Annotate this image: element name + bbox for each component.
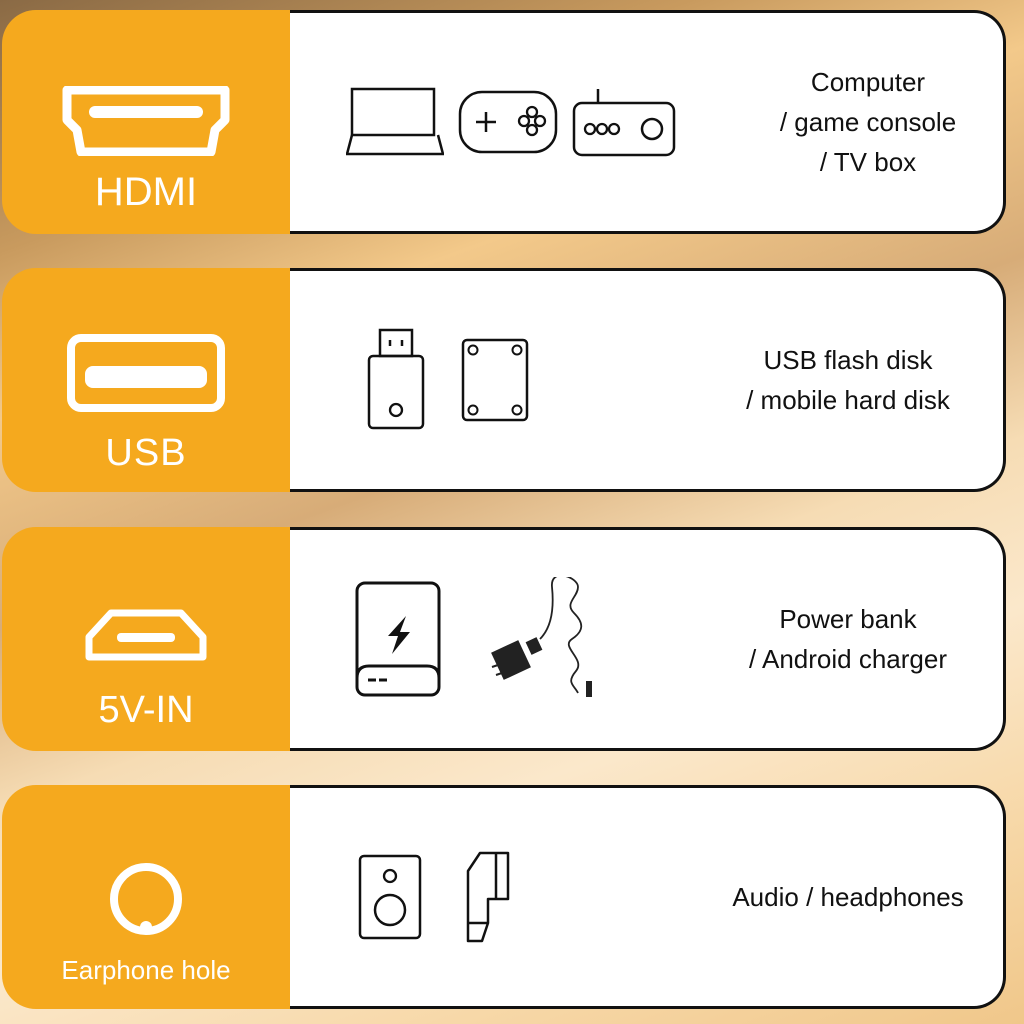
- hdmi-row: HDMI Computer / game console / TV box: [2, 10, 1006, 234]
- hard-disk-icon: [461, 338, 529, 422]
- port-label: Earphone hole: [61, 955, 231, 985]
- usb-flash-disk-icon: [367, 328, 425, 430]
- micro-usb-port-icon: [85, 609, 207, 661]
- power-devices-panel: Power bank / Android charger: [290, 527, 1006, 751]
- laptop-icon: [346, 87, 444, 156]
- power-row: 5V-IN Power bank / Android charger: [2, 527, 1006, 751]
- port-label: 5V-IN: [98, 689, 194, 731]
- device-text: Audio / headphones: [732, 882, 964, 912]
- device-text: USB flash disk: [763, 345, 933, 375]
- gamepad-icon: [458, 90, 558, 154]
- speaker-icon: [358, 854, 422, 940]
- usb-port-icon: [67, 334, 225, 412]
- earphone-icon: [466, 851, 510, 943]
- device-text: / game console: [779, 107, 957, 137]
- usb-devices-panel: USB flash disk / mobile hard disk: [290, 268, 1006, 492]
- joystick-controller-icon: [572, 89, 676, 157]
- device-text: / TV box: [819, 147, 917, 177]
- device-text: Computer: [810, 67, 926, 97]
- audio-devices-panel: Audio / headphones: [290, 785, 1006, 1009]
- power-port-panel: 5V-IN: [2, 527, 290, 751]
- device-text: Power bank: [779, 604, 917, 634]
- hdmi-port-panel: HDMI: [2, 10, 290, 234]
- device-text: / mobile hard disk: [746, 385, 950, 415]
- port-label: USB: [105, 432, 187, 474]
- earphone-jack-icon: [110, 863, 182, 935]
- charger-cable-icon: [491, 577, 592, 697]
- audio-row: Earphone hole Audio / headphones: [2, 785, 1006, 1009]
- power-bank-icon: [355, 581, 441, 697]
- audio-port-panel: Earphone hole: [2, 785, 290, 1009]
- port-label: HDMI: [94, 170, 198, 214]
- usb-port-panel: USB: [2, 268, 290, 492]
- hdmi-port-icon: [62, 86, 230, 156]
- device-text: / Android charger: [748, 644, 947, 674]
- usb-row: USB USB flash disk / mobile hard disk: [2, 268, 1006, 492]
- hdmi-devices-panel: Computer / game console / TV box: [290, 10, 1006, 234]
